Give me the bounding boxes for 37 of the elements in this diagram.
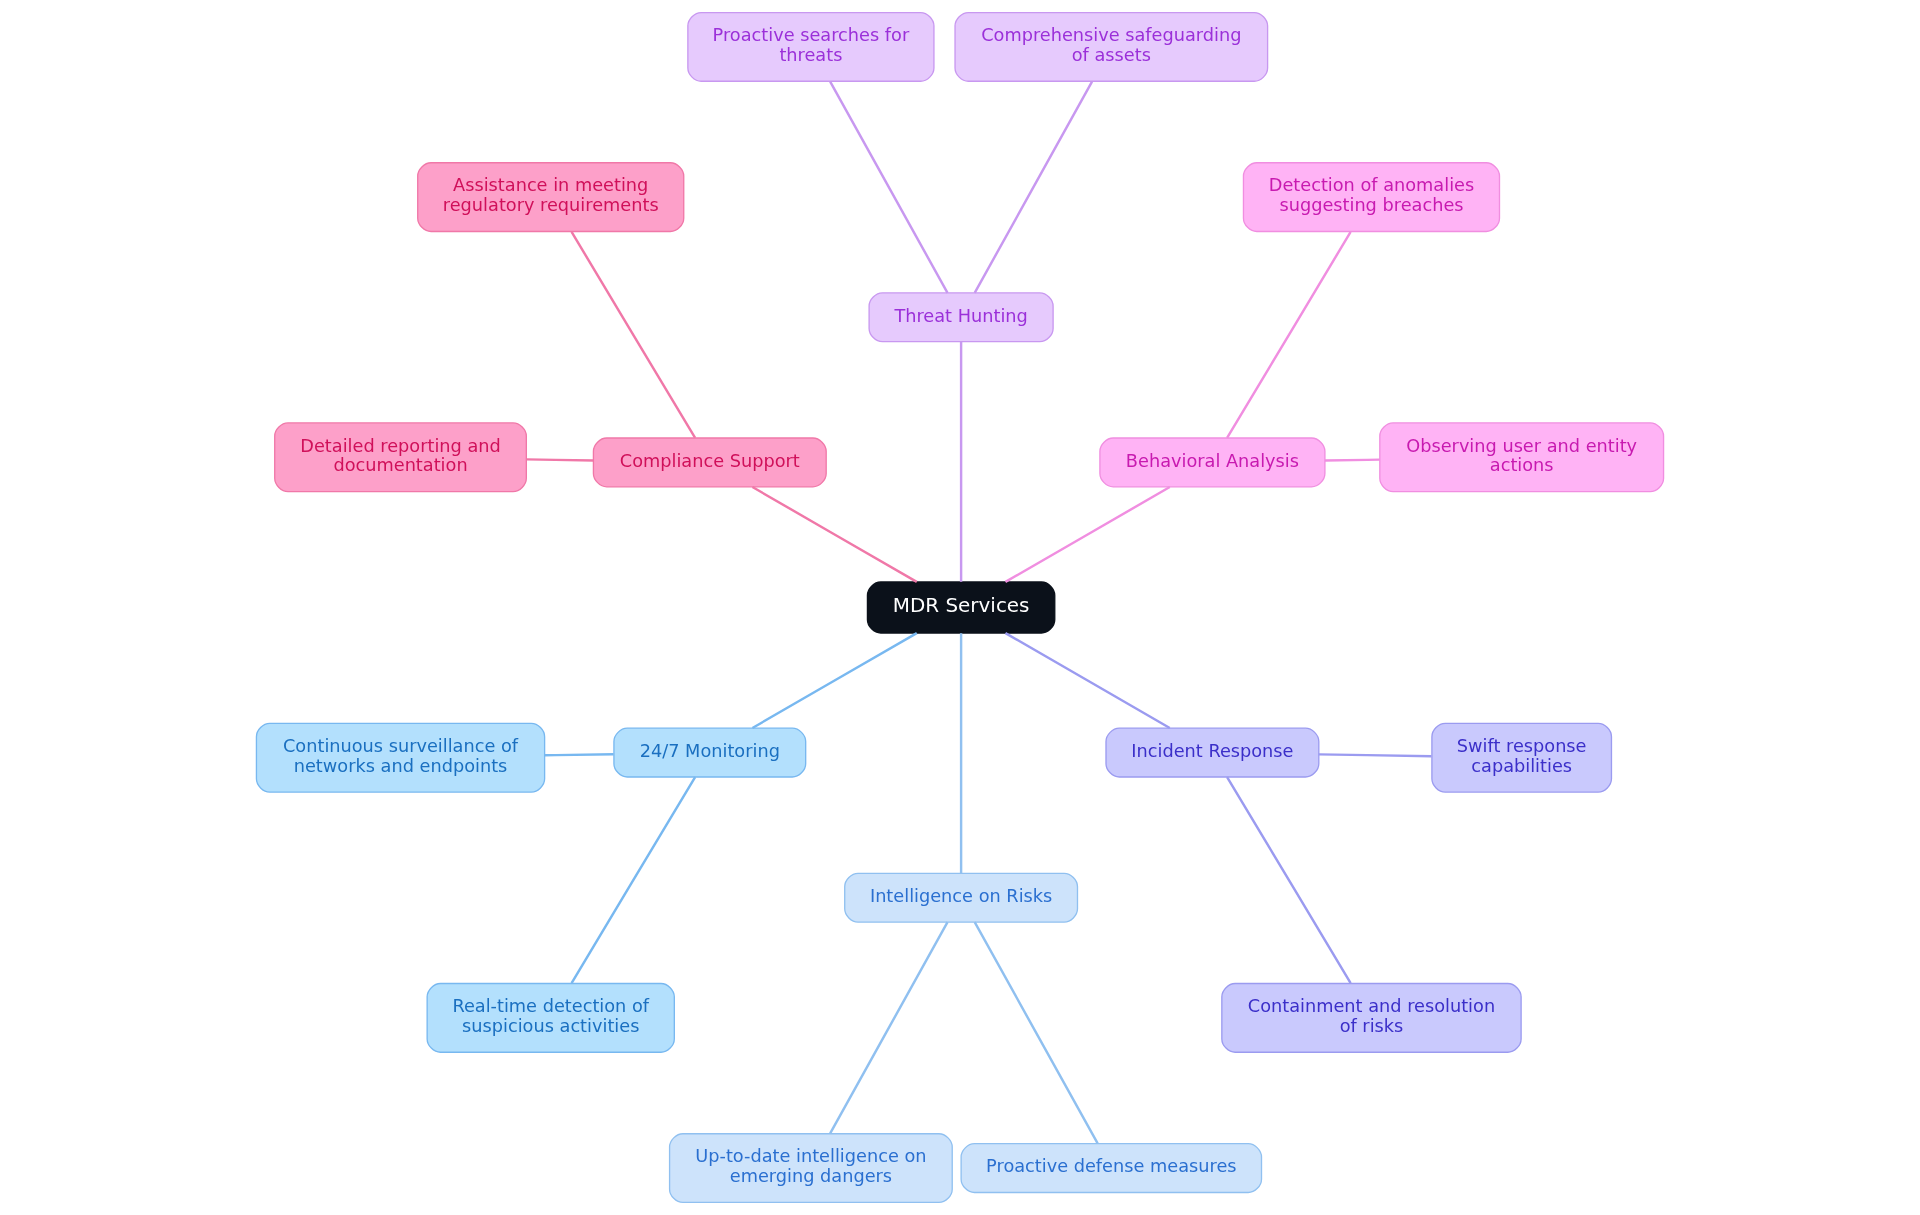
node-box: Proactive searches for threats [687, 11, 935, 82]
node-box: MDR Services [866, 581, 1056, 634]
node-box: Detection of anomalies suggesting breaches [1242, 162, 1501, 233]
connector [829, 921, 949, 1134]
node-box: Continuous surveillance of networks and endpoints [255, 722, 546, 793]
node-box: 24/7 Monitoring [613, 727, 807, 778]
connector [544, 752, 614, 757]
connector [973, 81, 1094, 294]
node-box: Up-to-date intelligence on emerging dangers [668, 1133, 953, 1204]
connector [1324, 458, 1380, 462]
connector [1004, 486, 1171, 583]
node-box: Containment and resolution of risks [1221, 982, 1522, 1053]
connector [959, 341, 963, 582]
connector [1318, 753, 1432, 758]
connector [1004, 632, 1171, 730]
connector [973, 921, 1099, 1145]
node-box: Incident Response [1105, 727, 1320, 778]
node-box: Threat Hunting [868, 292, 1054, 343]
connector [829, 81, 949, 294]
connector [570, 776, 697, 984]
node-box: Swift response capabilities [1431, 722, 1613, 793]
connector [751, 632, 918, 730]
node-box: Intelligence on Risks [844, 872, 1079, 923]
connector [1226, 231, 1352, 439]
node-box: Assistance in meeting regulatory requirements [417, 162, 685, 233]
connector [959, 633, 963, 874]
node-box: Detailed reporting and documentation [274, 422, 527, 493]
connector [570, 231, 697, 439]
node-box: Proactive defense measures [960, 1143, 1263, 1194]
connector [751, 486, 918, 583]
connector [526, 458, 594, 462]
node-box: Real-time detection of suspicious activities [426, 982, 675, 1053]
node-box: Compliance Support [592, 437, 827, 488]
connector [1226, 776, 1352, 984]
node-box: Behavioral Analysis [1099, 437, 1326, 488]
node-box: Observing user and entity actions [1379, 422, 1665, 493]
node-box: Comprehensive safeguarding of assets [954, 11, 1269, 82]
